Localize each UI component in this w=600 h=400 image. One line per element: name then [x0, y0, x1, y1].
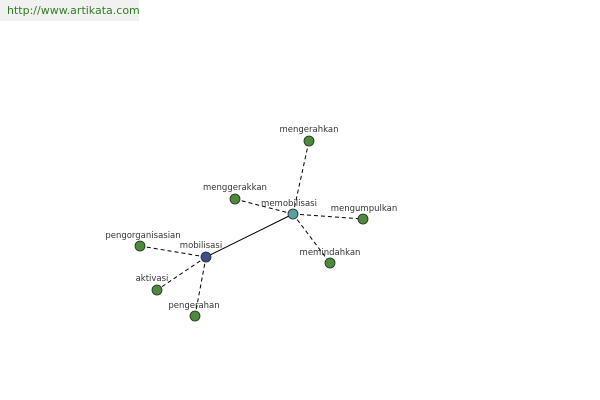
edge-memobilisasi-menggerakkan — [234, 198, 294, 215]
node-label-mengerahkan: mengerahkan — [280, 125, 339, 135]
node-label-pengorganisasian: pengorganisasian — [105, 231, 180, 241]
node-label-memobilisasi: memobilisasi — [261, 199, 317, 209]
node-memindahkan[interactable] — [324, 257, 336, 269]
edge-mobilisasi-aktivasi — [156, 256, 207, 291]
node-label-mengumpulkan: mengumpulkan — [331, 204, 397, 214]
node-mobilisasi[interactable] — [200, 251, 212, 263]
edge-memobilisasi-mengerahkan — [292, 140, 310, 215]
node-mengerahkan[interactable] — [303, 135, 315, 147]
edge-mobilisasi-memobilisasi — [205, 213, 294, 258]
node-label-mobilisasi: mobilisasi — [180, 241, 222, 251]
edge-mobilisasi-pengerahan — [194, 256, 207, 317]
edges-layer — [139, 140, 364, 317]
node-pengorganisasian[interactable] — [134, 240, 146, 252]
node-label-memindahkan: memindahkan — [300, 248, 361, 258]
node-label-aktivasi: aktivasi — [136, 274, 169, 284]
nodes-layer — [134, 135, 369, 322]
edge-memobilisasi-memindahkan — [292, 213, 331, 264]
labels-layer: mobilisasi memobilisasi mengerahkan mengger… — [105, 125, 397, 311]
source-url-link[interactable]: http://www.artikata.com — [0, 0, 139, 21]
node-aktivasi[interactable] — [151, 284, 163, 296]
node-label-pengerahan: pengerahan — [168, 301, 219, 311]
node-pengerahan[interactable] — [189, 310, 201, 322]
node-menggerakkan[interactable] — [229, 193, 241, 205]
node-memobilisasi[interactable] — [287, 208, 299, 220]
node-label-menggerakkan: menggerakkan — [203, 183, 267, 193]
node-mengumpulkan[interactable] — [357, 213, 369, 225]
edge-memobilisasi-mengumpulkan — [292, 213, 364, 220]
